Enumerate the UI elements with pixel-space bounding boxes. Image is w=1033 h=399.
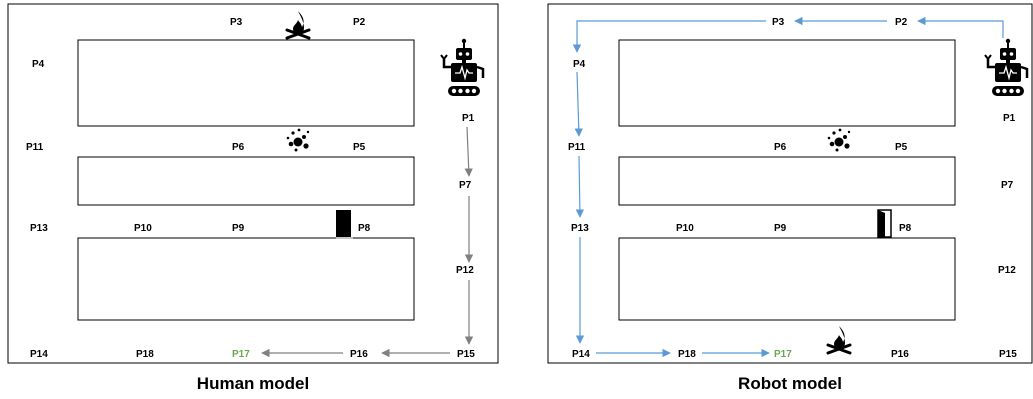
floor-plan-frame	[7, 3, 499, 364]
point-p14: P14	[572, 349, 590, 360]
point-p5: P5	[353, 142, 366, 153]
point-p15: P15	[999, 349, 1017, 360]
point-p2: P2	[895, 17, 908, 28]
door-icon	[877, 209, 892, 238]
room-bottom	[618, 237, 956, 321]
point-p13: P13	[30, 223, 48, 234]
point-p5: P5	[895, 142, 908, 153]
point-p4: P4	[32, 59, 45, 70]
room-top	[77, 39, 415, 127]
point-p16: P16	[350, 349, 368, 360]
point-p18: P18	[136, 349, 154, 360]
path-segment-p4-p11	[574, 71, 583, 137]
caption-robot-model: Robot model	[738, 374, 842, 393]
point-p10: P10	[676, 223, 694, 234]
robot-icon	[984, 38, 1029, 96]
robot-model-panel: P1 P2 P3 P4 P5 P6 P7 P8 P9 P10 P11 P12 P…	[533, 0, 1033, 399]
point-p4: P4	[573, 59, 586, 70]
point-p3: P3	[230, 17, 243, 28]
human-path	[261, 126, 474, 358]
fire-icon	[826, 326, 852, 355]
point-p13: P13	[571, 223, 589, 234]
fire-icon	[285, 11, 311, 40]
point-p2: P2	[353, 17, 366, 28]
point-p6: P6	[774, 142, 787, 153]
point-p9: P9	[774, 223, 787, 234]
room-top	[618, 39, 956, 127]
robot-icon	[440, 38, 485, 96]
point-p8: P8	[358, 223, 371, 234]
path-segment-p3-p4	[572, 20, 766, 53]
point-p7: P7	[1001, 180, 1014, 191]
point-p15: P15	[457, 349, 475, 360]
point-p18: P18	[678, 349, 696, 360]
point-p11: P11	[26, 142, 44, 153]
room-middle	[618, 156, 956, 206]
point-p16: P16	[891, 349, 909, 360]
point-p6: P6	[232, 142, 245, 153]
point-p17-goal: P17	[232, 349, 250, 360]
robot-path	[572, 16, 1004, 358]
debris-icon	[827, 128, 851, 152]
debris-icon	[286, 128, 310, 152]
point-p1: P1	[1003, 113, 1016, 124]
human-model-panel: P1 P2 P3 P4 P5 P6 P7 P8 P9 P10 P11 P12 P…	[0, 0, 500, 399]
room-bottom	[77, 237, 415, 321]
point-p8: P8	[899, 223, 912, 234]
door-icon	[336, 210, 353, 239]
path-segment-p11-p13	[575, 155, 585, 218]
room-middle	[77, 156, 415, 206]
floor-plan-frame	[547, 3, 1033, 364]
point-p10: P10	[134, 223, 152, 234]
path-segment-p1-p7	[464, 126, 473, 177]
point-p11: P11	[568, 142, 586, 153]
point-p17-goal: P17	[774, 349, 792, 360]
robot-model-diagram: P1 P2 P3 P4 P5 P6 P7 P8 P9 P10 P11 P12 P…	[547, 3, 1033, 393]
human-model-diagram: P1 P2 P3 P4 P5 P6 P7 P8 P9 P10 P11 P12 P…	[7, 3, 499, 393]
point-p14: P14	[30, 349, 48, 360]
point-p9: P9	[232, 223, 245, 234]
point-p12: P12	[998, 265, 1016, 276]
path-segment-p1-p2	[917, 16, 1004, 38]
point-p12: P12	[456, 265, 474, 276]
point-p1: P1	[462, 113, 475, 124]
point-p3: P3	[772, 17, 785, 28]
point-p7: P7	[459, 180, 472, 191]
caption-human-model: Human model	[197, 374, 309, 393]
